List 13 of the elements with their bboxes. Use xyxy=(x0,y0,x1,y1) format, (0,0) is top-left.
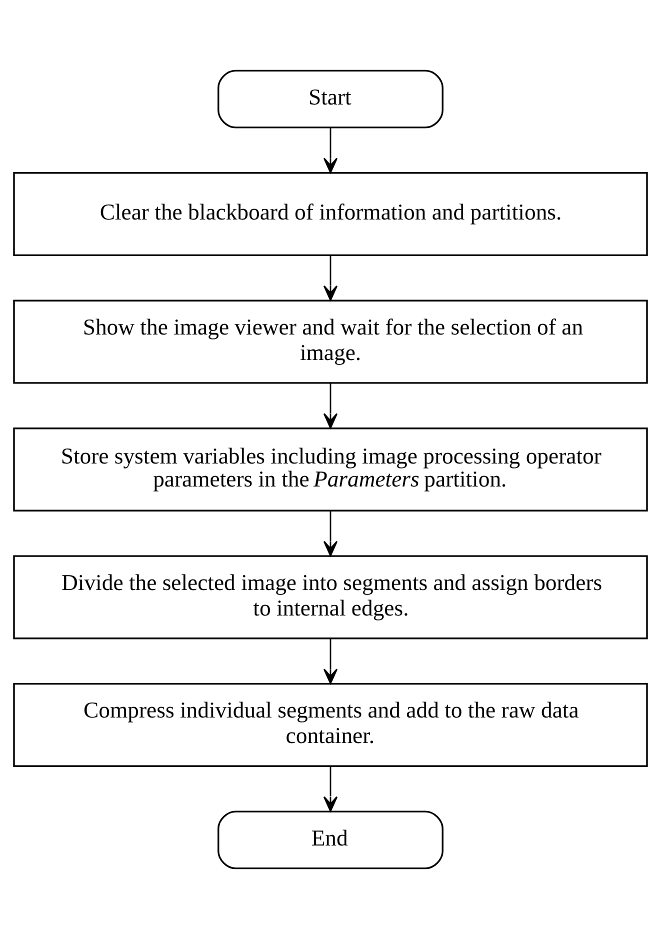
node-box: Divide the selected image into segments and assign borders to internal edges. xyxy=(13,554,648,639)
node-box: Show the image viewer and wait for the selection of an image. xyxy=(13,299,648,384)
arrow xyxy=(323,382,338,428)
node-box: Compress individual segments and add to the raw data container. xyxy=(13,682,648,766)
node-box: Clear the blackboard of information and partitions. xyxy=(13,172,648,256)
node-box: End xyxy=(218,810,444,869)
node-box: Store system variables including image processing operator parameters in the Parameters partition. xyxy=(13,426,648,512)
arrow xyxy=(323,127,338,173)
arrow xyxy=(323,638,338,684)
arrow xyxy=(323,255,338,300)
arrow xyxy=(323,766,338,812)
node-box: Start xyxy=(218,69,444,128)
arrow xyxy=(323,510,338,556)
